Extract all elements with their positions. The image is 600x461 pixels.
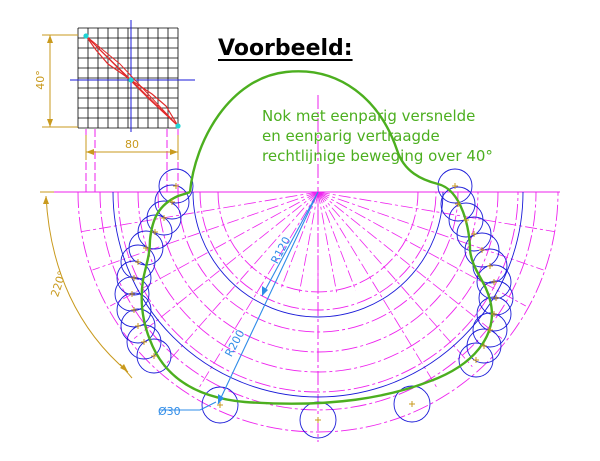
roller-circle (472, 312, 508, 348)
radial-rays (78, 191, 558, 390)
construction-arc (137, 191, 499, 373)
roller-circle (136, 338, 172, 374)
construction-ray (317, 191, 555, 232)
displacement-grid (70, 20, 195, 132)
roller-circle (154, 184, 190, 220)
roller-circle (116, 292, 152, 328)
note-line-2: en eenparig vertraagde (262, 127, 440, 145)
roller-circle (114, 276, 150, 312)
dim-label-220deg: 220° (48, 269, 69, 298)
roller-circle (472, 248, 508, 284)
roller-circle (437, 168, 473, 204)
dimension-220deg (40, 191, 133, 379)
roller-circle (440, 186, 476, 222)
construction-ray (317, 191, 338, 295)
roller-circle (458, 342, 494, 378)
roller-circle (478, 280, 514, 316)
construction-ray (92, 191, 319, 271)
concentric-arcs (77, 191, 559, 433)
pitch-circle-arc (112, 191, 524, 398)
construction-ray (317, 191, 473, 367)
radius-label-r120: R120 (268, 235, 293, 266)
roller-circle (201, 386, 239, 424)
construction-arc (199, 191, 437, 311)
cam-profile (140, 70, 493, 405)
dim-label-80: 80 (125, 138, 139, 151)
note-line-3: rechtlijnige beweging over 40° (262, 147, 493, 165)
construction-ray (317, 191, 439, 390)
base-circle-arcs (112, 191, 524, 398)
dimension-80 (85, 135, 179, 160)
roller-circles (114, 168, 514, 439)
displacement-chord (85, 35, 179, 127)
roller-circle (116, 260, 152, 296)
construction-ray (81, 191, 319, 232)
construction-ray (133, 191, 319, 339)
roller-circle (158, 168, 194, 204)
roller-circle (476, 264, 512, 300)
construction-ray (298, 191, 319, 295)
roller-circle (146, 200, 182, 236)
diameter-label-o30: Ø30 (158, 405, 181, 418)
dim-label-40deg: 40° (34, 70, 47, 90)
construction-ray (163, 191, 319, 367)
displacement-chord (85, 35, 179, 127)
displacement-curve (83, 33, 499, 423)
roller-circle (120, 244, 156, 280)
construction-ray (110, 191, 319, 307)
construction-ray (317, 191, 503, 339)
construction-arc (177, 191, 459, 333)
description-note: Nok met eenparig versnelde en eenparig v… (262, 106, 493, 166)
construction-ray (317, 191, 356, 291)
construction-arc (157, 191, 479, 353)
construction-ray (317, 191, 526, 307)
roller-circle (464, 232, 500, 268)
roller-circle (120, 308, 156, 344)
construction-arc (99, 191, 537, 411)
roller-circle (137, 214, 173, 250)
construction-ray (280, 191, 319, 291)
displacement-point (83, 33, 89, 39)
dimension-40deg (42, 34, 78, 128)
construction-arc (117, 191, 519, 393)
construction-ray (317, 191, 544, 271)
roller-circle (393, 385, 431, 423)
roller-circle (456, 216, 492, 252)
note-line-1: Nok met eenparig versnelde (262, 107, 476, 125)
construction-arc (77, 191, 559, 433)
displacement-point (175, 123, 181, 129)
radius-lines (160, 191, 319, 411)
page-title: Voorbeeld: (218, 36, 353, 61)
displacement-point (128, 77, 134, 83)
base-circle-arc (192, 191, 444, 318)
construction-ray (197, 191, 319, 390)
